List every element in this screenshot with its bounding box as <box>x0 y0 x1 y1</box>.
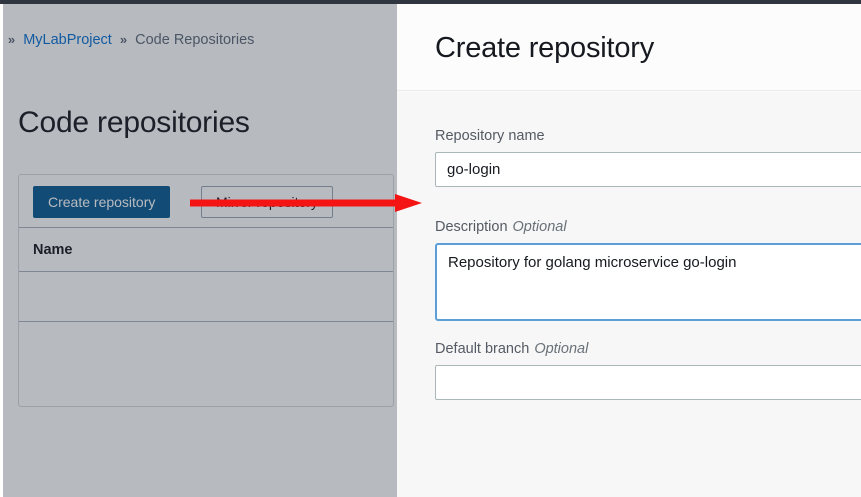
window-top-rule <box>0 0 861 4</box>
description-optional-tag: Optional <box>512 219 567 235</box>
page-left-edge <box>0 4 3 497</box>
table-row[interactable] <box>19 272 393 322</box>
breadcrumb: ojects » MyLabProject » Code Repositorie… <box>0 31 255 49</box>
field-repository-name: Repository name <box>435 126 861 187</box>
description-label-text: Description <box>435 219 508 235</box>
create-repository-panel: Create repository Repository name Descri… <box>397 4 861 497</box>
breadcrumb-item-mylabproject[interactable]: MyLabProject <box>23 32 112 48</box>
breadcrumb-separator-2: » <box>119 32 128 47</box>
panel-header: Create repository <box>397 4 861 91</box>
default-branch-input[interactable] <box>435 365 861 400</box>
default-branch-optional-tag: Optional <box>534 341 589 357</box>
table-column-header-name: Name <box>33 241 73 258</box>
table-header-row: Name <box>19 228 393 272</box>
panel-title: Create repository <box>435 32 655 64</box>
breadcrumb-item-code-repositories: Code Repositories <box>135 32 255 48</box>
create-repository-button[interactable]: Create repository <box>33 186 171 218</box>
default-branch-label-text: Default branch <box>435 341 530 357</box>
page-title: Code repositories <box>18 106 250 139</box>
repository-name-label: Repository name <box>435 126 861 146</box>
repository-name-input[interactable] <box>435 152 861 187</box>
mirror-repository-button[interactable]: Mirror repository <box>201 186 333 218</box>
table-row[interactable] <box>19 322 393 372</box>
breadcrumb-separator-1: » <box>7 32 16 47</box>
card-toolbar: Create repository Mirror repository <box>19 175 393 228</box>
repositories-card: Create repository Mirror repository Name <box>18 174 394 407</box>
repository-name-label-text: Repository name <box>435 128 545 144</box>
description-textarea[interactable] <box>435 243 861 321</box>
background-page: ojects » MyLabProject » Code Repositorie… <box>0 4 397 497</box>
